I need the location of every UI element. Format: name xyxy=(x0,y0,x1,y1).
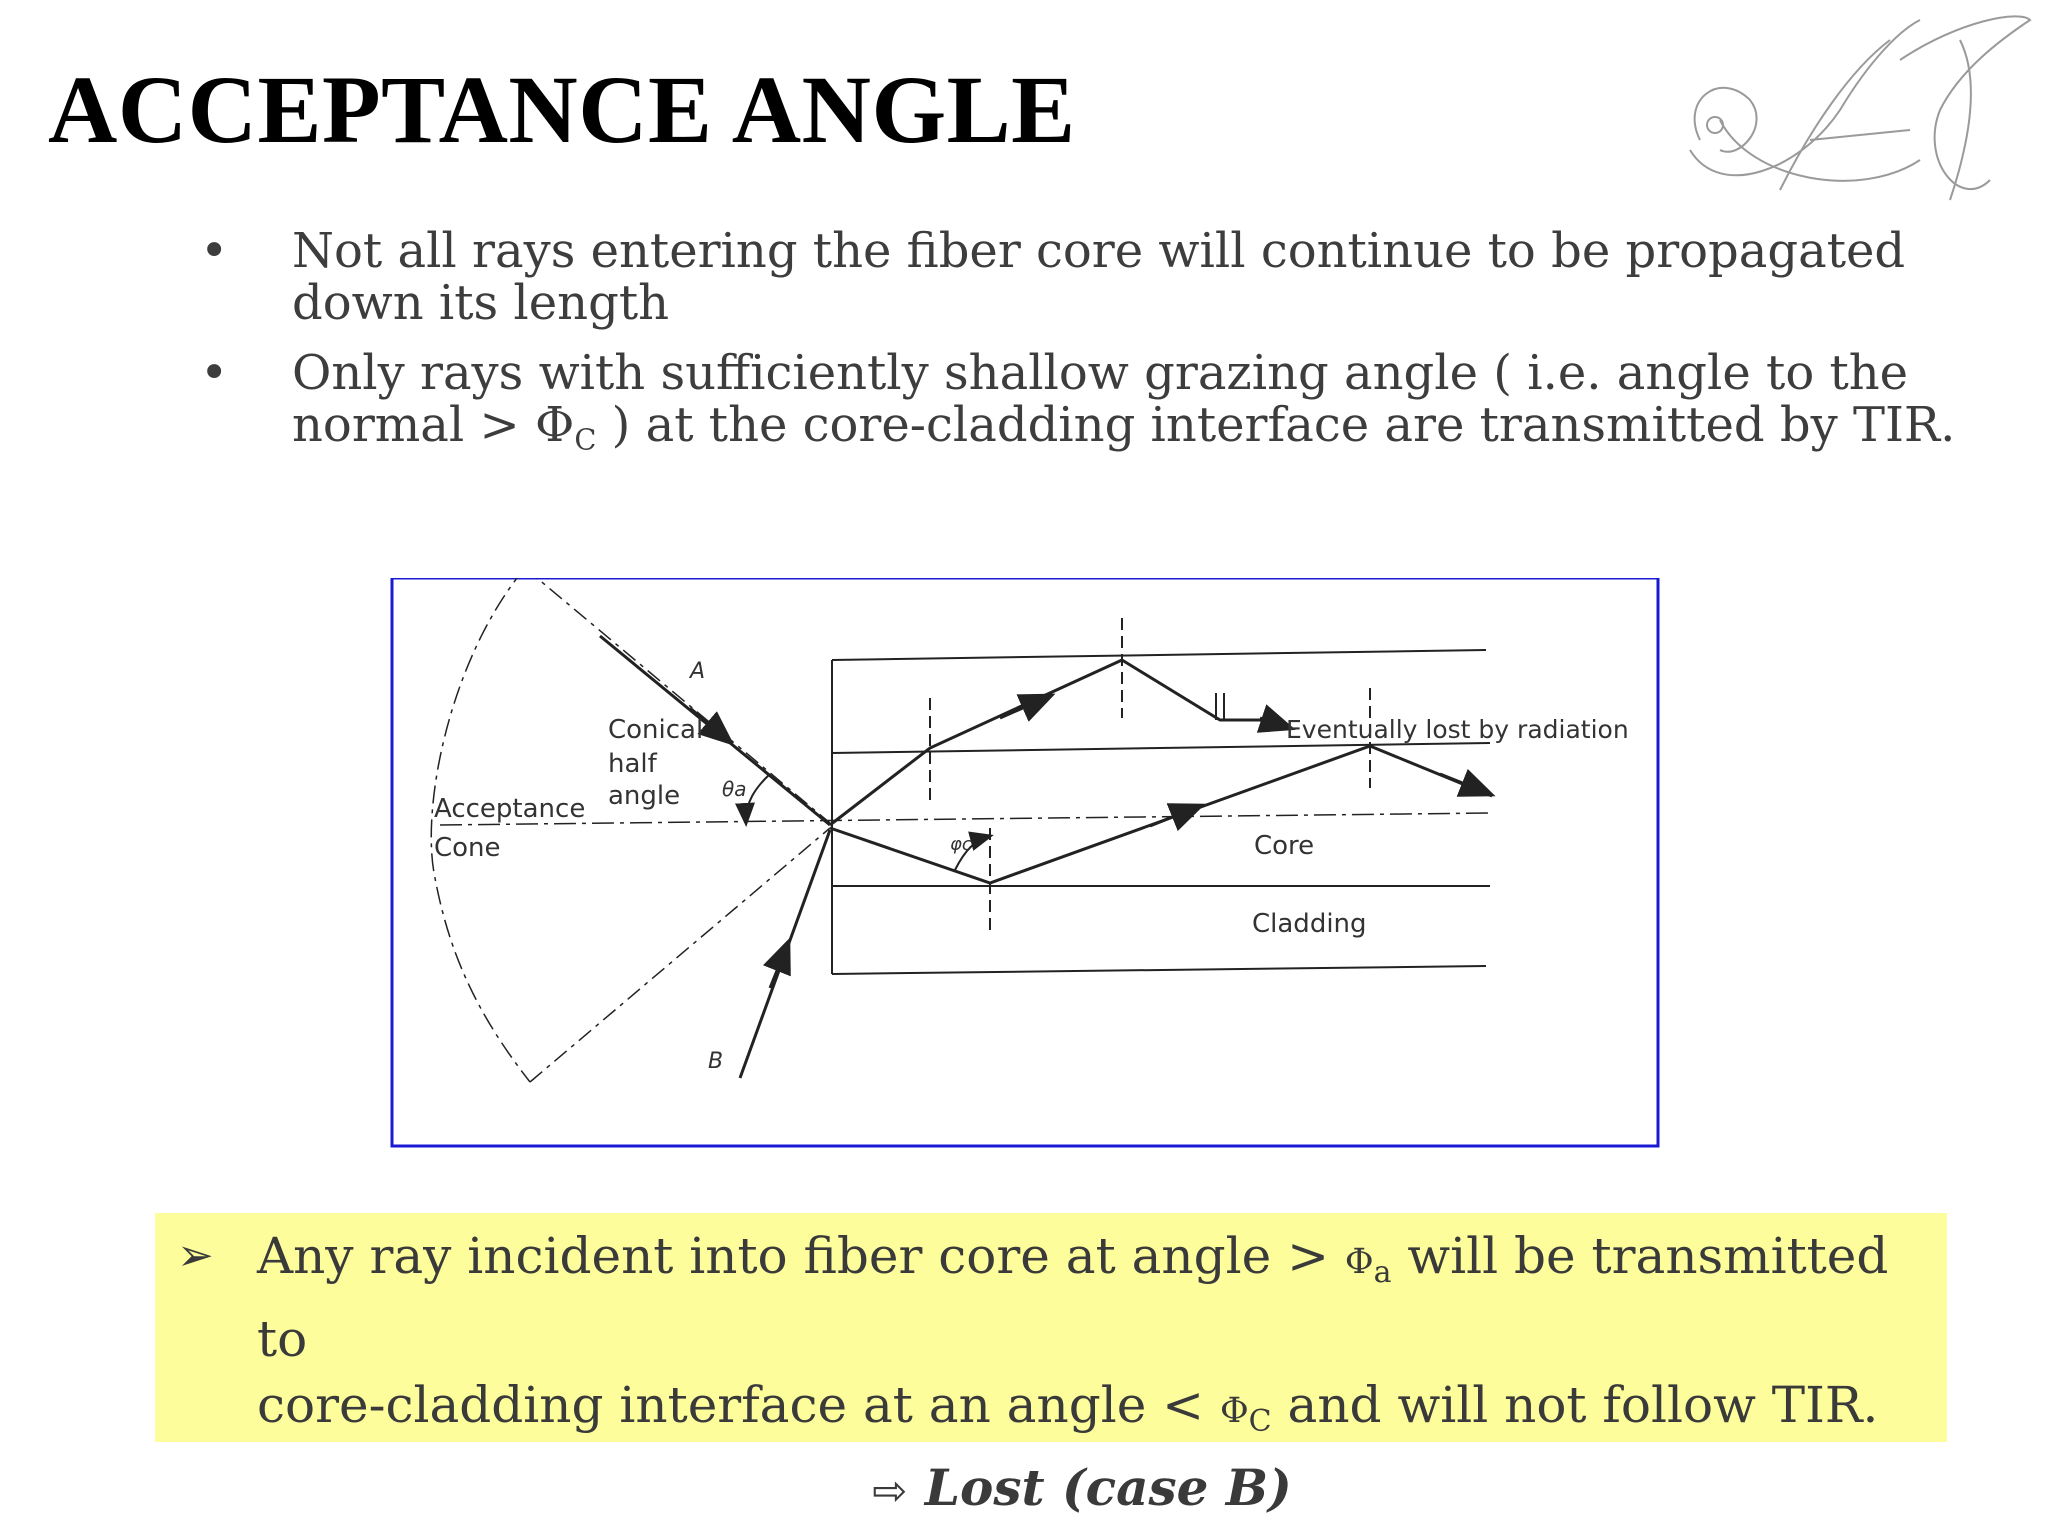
conclusion-text: Lost (case B) xyxy=(924,1458,1292,1517)
phi-angle-arc xyxy=(954,831,994,871)
core-top-line xyxy=(831,742,1491,754)
bullet-dot: • xyxy=(200,223,229,279)
bullet-text-line: normal > ΦC ) at the core-cladding inter… xyxy=(292,397,1956,457)
fiber-axis xyxy=(439,812,1491,826)
callout-line: Any ray incident into fiber core at angl… xyxy=(257,1227,1889,1368)
callout-text: Any ray incident into fiber core at angl… xyxy=(177,1223,1927,1455)
arrow-bullet-icon: ➢ xyxy=(177,1230,214,1281)
ray-b-arrow xyxy=(762,937,791,989)
diagram-frame xyxy=(390,578,1660,1148)
label-conical: Conical xyxy=(608,715,703,745)
ray-b-exit-arrow xyxy=(1439,768,1496,797)
ray-a-incident-arrow xyxy=(689,706,735,746)
label-ray-b: B xyxy=(708,1049,723,1074)
label-lost-by-radiation: Eventually lost by radiation xyxy=(1286,715,1629,744)
label-phi-c: φc xyxy=(950,834,972,855)
cladding-bottom-line xyxy=(831,965,1487,975)
conclusion-line: ⇨ Lost (case B) xyxy=(177,1455,1927,1524)
label-angle: angle xyxy=(608,781,680,811)
callout-line: core-cladding interface at an angle < ΦC… xyxy=(257,1376,1879,1439)
bullet-text-line: Not all rays entering the fiber core wil… xyxy=(292,223,1906,279)
bullet-list: • Not all rays entering the fiber core w… xyxy=(200,222,1980,469)
bullet-item: • Not all rays entering the fiber core w… xyxy=(200,222,1980,332)
label-half: half xyxy=(608,749,658,779)
bullet-dot: • xyxy=(200,345,229,401)
acceptance-angle-diagram: A B Conical half angle θa Acceptance Con… xyxy=(390,578,1660,1148)
ray-a-core-path xyxy=(829,658,1123,827)
bullet-text-line: down its length xyxy=(292,275,670,331)
conclusion-callout: ➢ Any ray incident into fiber core at an… xyxy=(155,1213,1947,1517)
label-cladding: Cladding xyxy=(1252,909,1367,939)
cone-lower-edge xyxy=(529,827,831,1083)
monogram-logo xyxy=(1689,15,2032,201)
label-ray-a: A xyxy=(688,659,705,684)
cladding-top-line xyxy=(831,649,1487,661)
bullet-text-line: Only rays with sufficiently shallow graz… xyxy=(292,345,1909,401)
cone-upper-edge xyxy=(535,578,831,824)
acceptance-cone-arc xyxy=(430,578,531,1083)
theta-angle-arc xyxy=(735,773,771,827)
ray-a-lost-arrow xyxy=(1256,704,1296,733)
ray-b-core-arrow xyxy=(1149,803,1206,832)
label-core: Core xyxy=(1254,831,1314,861)
page-title: ACCEPTANCE ANGLE xyxy=(48,56,1076,163)
implies-arrow-icon: ⇨ xyxy=(872,1466,908,1515)
label-acceptance: Acceptance xyxy=(434,794,585,824)
label-cone: Cone xyxy=(434,833,501,863)
ray-a-core-arrow xyxy=(999,693,1056,722)
bullet-item: • Only rays with sufficiently shallow gr… xyxy=(200,344,1980,469)
label-theta: θa xyxy=(722,777,747,801)
